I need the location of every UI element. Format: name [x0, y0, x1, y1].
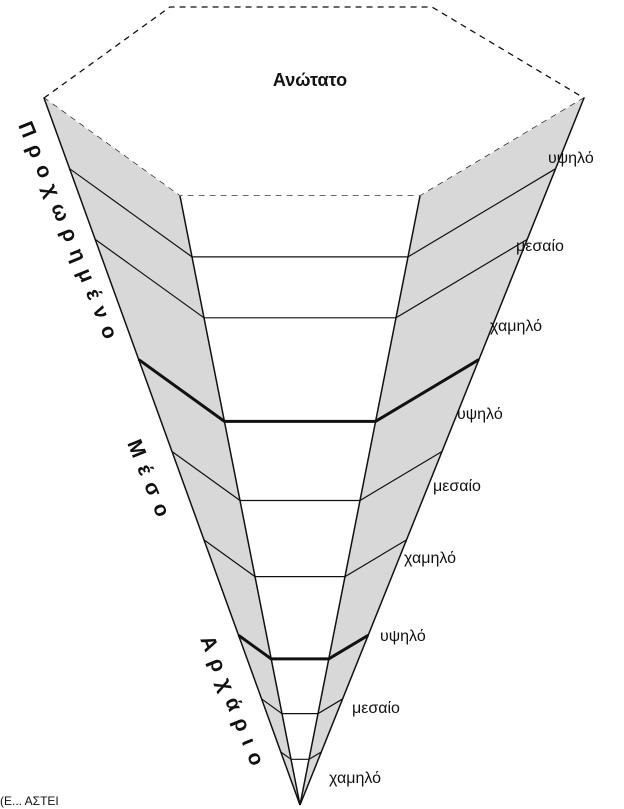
sublevel-label-beginner-low: χαμηλό [329, 770, 381, 787]
footer-fragment: (Ε... ΑΣΤΕΙ [0, 794, 59, 808]
top-level-label: Ανώτατο [273, 70, 347, 90]
sublevel-label-intermediate-high: υψηλό [457, 406, 503, 423]
sublevel-divider [69, 168, 556, 258]
level-name-intermediate: Μέσο [122, 436, 177, 528]
sublevel-divider [94, 238, 528, 319]
sublevel-divider [261, 698, 343, 715]
sublevel-label-advanced-mid: μεσαίο [516, 238, 564, 255]
sublevel-label-beginner-high: υψηλό [380, 628, 426, 645]
sublevel-divider [203, 539, 407, 578]
sublevel-label-advanced-high: υψηλό [548, 150, 594, 167]
level-divider [137, 358, 480, 423]
pyramid-shapes [42, 6, 586, 806]
sublevel-label-beginner-mid: μεσαίο [352, 700, 400, 717]
sublevel-label-advanced-low: χαμηλό [490, 318, 542, 335]
level-divider [237, 634, 369, 661]
sublevel-divider [280, 751, 322, 760]
sublevel-label-intermediate-low: χαμηλό [404, 550, 456, 567]
sublevel-labels: υψηλό μεσαίο χαμηλό υψηλό μεσαίο χαμηλό … [329, 150, 594, 787]
sublevel-divider [171, 450, 443, 502]
sublevel-label-intermediate-mid: μεσαίο [433, 478, 481, 495]
